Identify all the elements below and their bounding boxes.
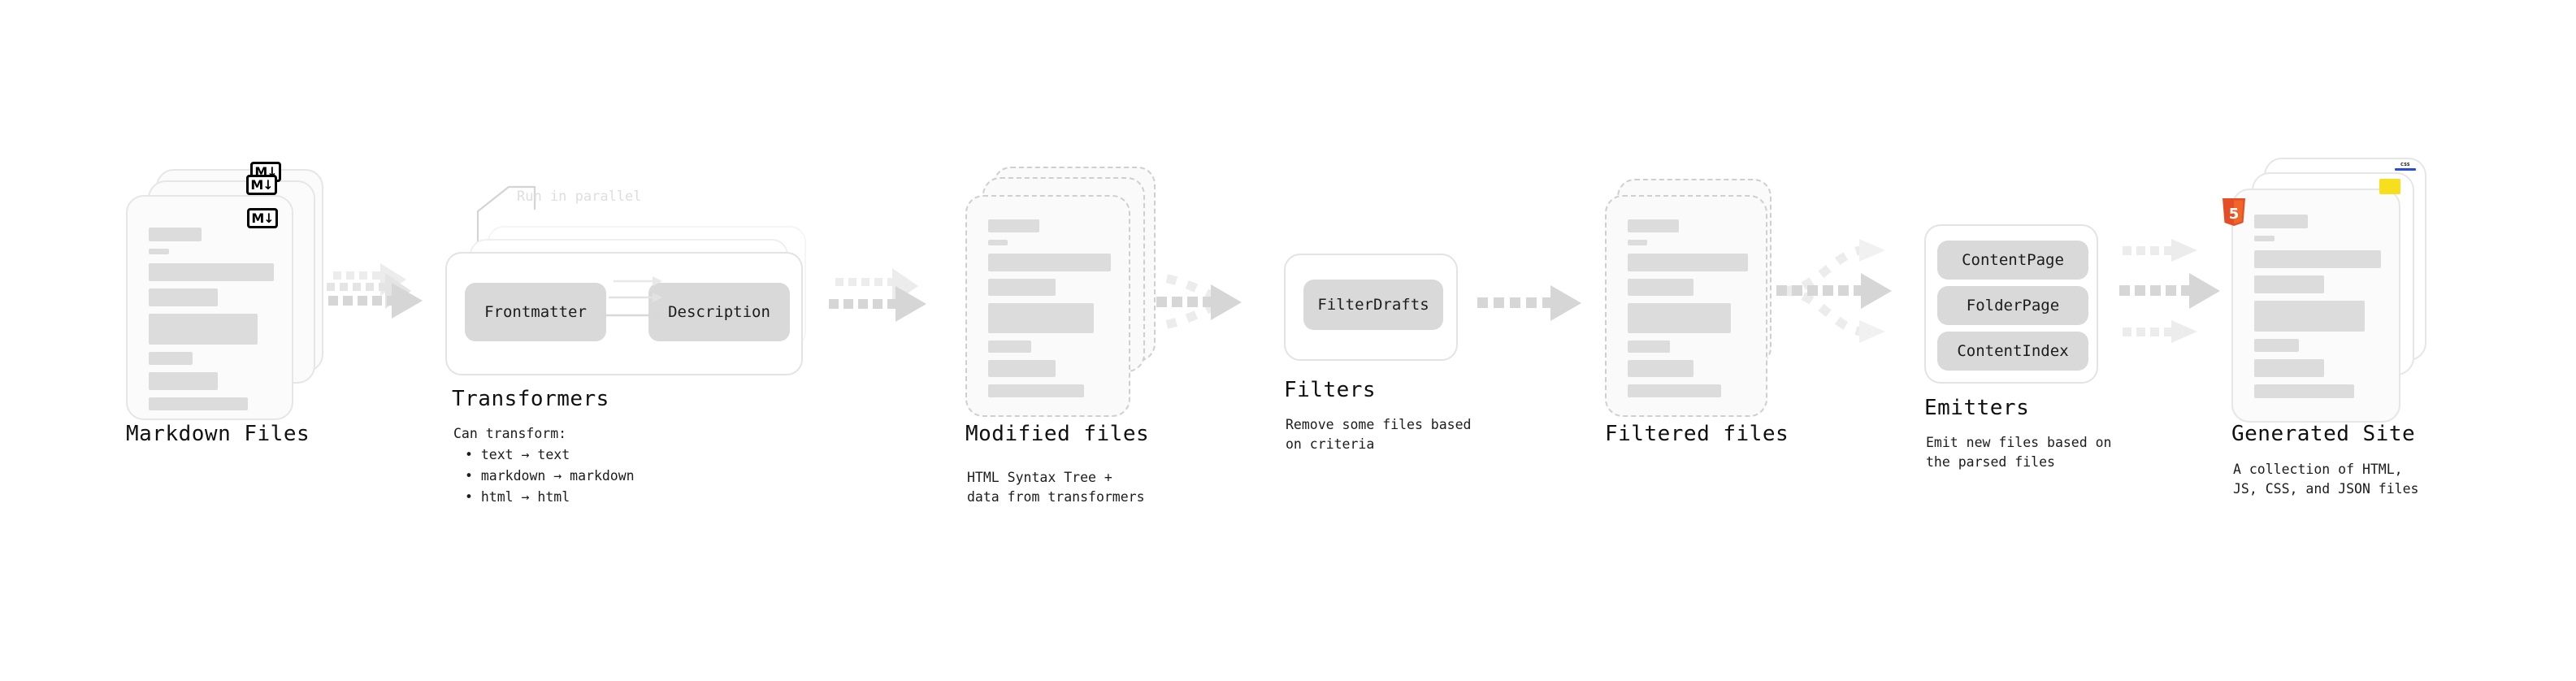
parallel-bracket-icon [476, 185, 536, 242]
markdown-icon-label: M↓ [251, 210, 274, 226]
arrow-filters-to-filtered [1477, 285, 1581, 321]
stage-title-generated-site: Generated Site [2231, 422, 2416, 446]
arrow-filtered-to-emitters [1776, 239, 1892, 343]
generated-site-stack: CSS HTML 5 [0, 0, 2426, 423]
emitters-caption: Emit new files based on the parsed files [1926, 435, 2112, 470]
arrow-markdown-to-transformers [314, 263, 423, 319]
stage-title-markdown-files: Markdown Files [126, 422, 310, 446]
transformers-bullet-1: • text → text [465, 447, 570, 462]
filters-box: FilterDrafts [1284, 254, 1458, 361]
site-card: HTML 5 [2223, 189, 2400, 423]
stage-title-filtered-files: Filtered files [1605, 422, 1789, 446]
emitters-box: ContentPage FolderPage ContentIndex [1924, 224, 2098, 384]
modified-files-caption: HTML Syntax Tree + data from transformer… [967, 470, 1145, 505]
pill-filterdrafts[interactable]: FilterDrafts [1303, 280, 1443, 330]
pill-contentpage[interactable]: ContentPage [1937, 241, 2088, 280]
transformers-caption: Can transform: [453, 426, 567, 441]
markdown-skeleton-lines [149, 228, 274, 418]
arrow-modified-to-filters [1141, 271, 1242, 332]
filtered-skeleton-lines [1628, 219, 1748, 405]
pill-description[interactable]: Description [648, 283, 790, 341]
modified-file-card [965, 195, 1130, 417]
markdown-file-card: M↓ [126, 195, 293, 420]
stage-title-modified-files: Modified files [965, 422, 1150, 446]
arrow-emitters-to-site [2119, 239, 2220, 343]
svg-text:5: 5 [2229, 206, 2240, 223]
css3-icon: CSS [2395, 163, 2416, 171]
css3-icon-label: CSS [2400, 163, 2410, 167]
transformers-bullet-3: • html → html [465, 489, 570, 505]
transformers-box: Frontmatter Description [445, 252, 803, 375]
transformers-bullet-2: • markdown → markdown [465, 468, 635, 484]
pill-frontmatter[interactable]: Frontmatter [465, 283, 606, 341]
css3-icon-bar [2395, 168, 2416, 171]
filters-caption: Remove some files based on criteria [1286, 417, 1472, 452]
html5-icon-shield: 5 [2223, 198, 2245, 226]
js-icon [2379, 179, 2400, 194]
html5-icon: HTML 5 [2220, 198, 2248, 232]
stage-title-transformers: Transformers [452, 387, 609, 411]
generated-site-caption: A collection of HTML, JS, CSS, and JSON … [2233, 462, 2419, 497]
run-in-parallel-label: Run in parallel [517, 189, 642, 205]
modified-skeleton-lines [988, 219, 1111, 405]
markdown-icon-label-mid: M↓ [250, 176, 273, 193]
markdown-icon: M↓ [247, 208, 278, 228]
arrow-transformers-to-modified [829, 268, 926, 322]
site-skeleton-lines [2254, 215, 2381, 406]
stage-title-filters: Filters [1284, 378, 1377, 402]
filtered-file-card [1605, 195, 1767, 417]
markdown-icon-mid: M↓ [246, 175, 277, 195]
pill-contentindex[interactable]: ContentIndex [1937, 332, 2088, 371]
transformer-inner-arrows [601, 276, 664, 321]
pill-folderpage[interactable]: FolderPage [1937, 286, 2088, 325]
stage-title-emitters: Emitters [1924, 396, 2030, 420]
